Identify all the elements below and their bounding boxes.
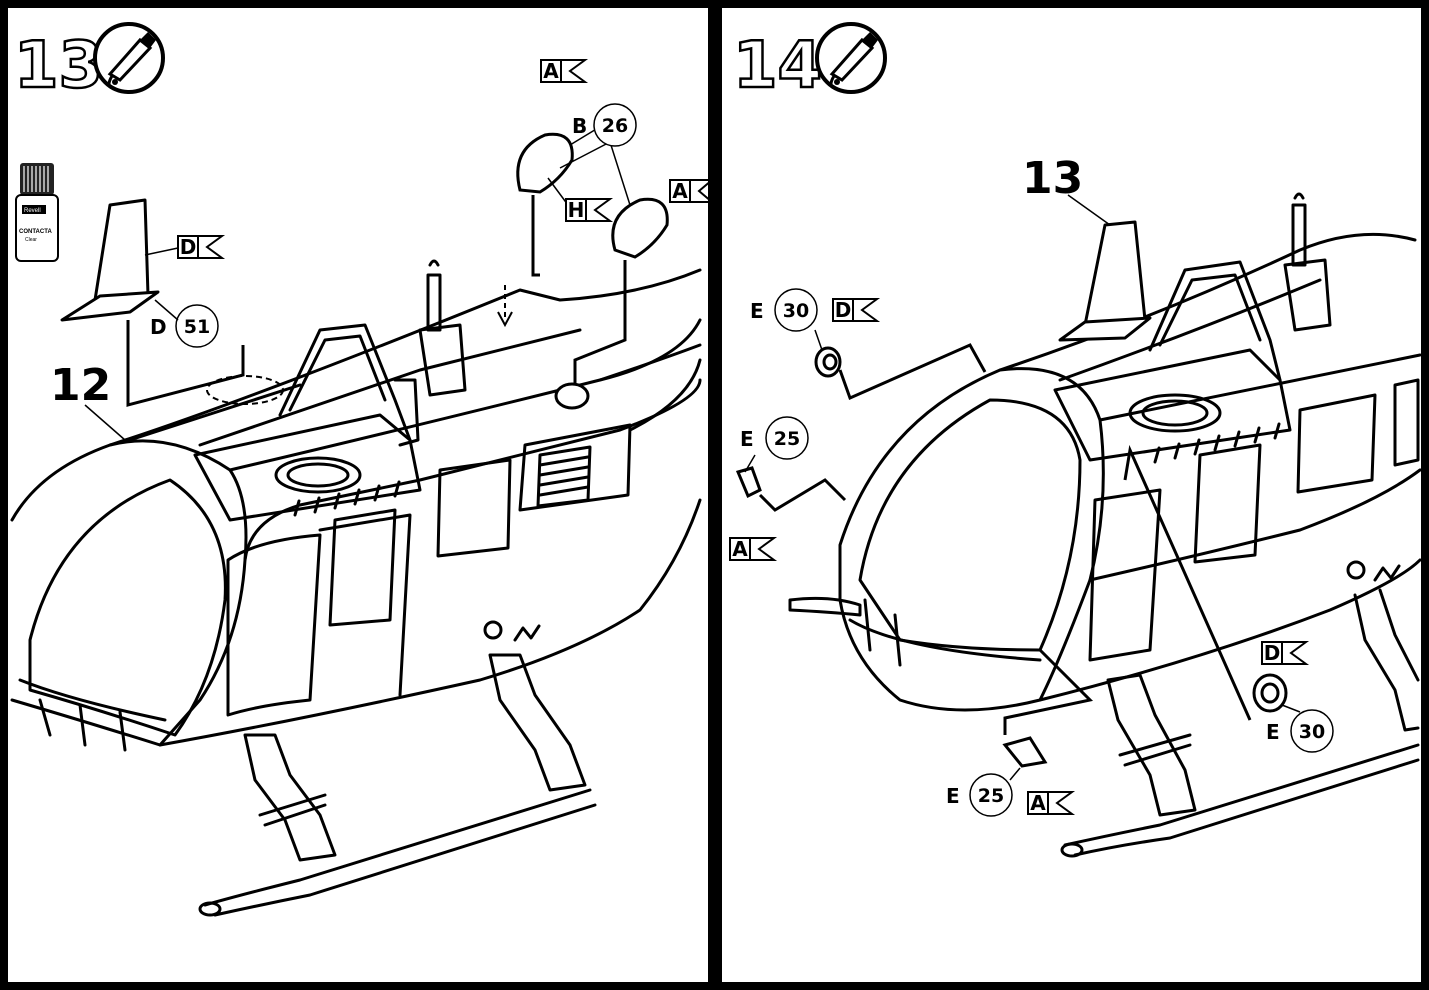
color-flag: A (540, 59, 589, 83)
flag-letter: D (1264, 641, 1281, 665)
callout-letter: D (150, 315, 167, 339)
callout-part-number: 30 (1299, 721, 1325, 743)
part-callout: B 26 (572, 103, 637, 147)
glue-bottle: Revell CONTACTA Clear (15, 163, 59, 262)
antenna-fin-part (60, 198, 160, 322)
mount-position (554, 382, 590, 410)
color-flag: A (729, 537, 778, 561)
flag-letter: A (1030, 791, 1046, 815)
callout-letter: E (750, 299, 764, 323)
sub-assembly-label: 13 (1022, 153, 1083, 204)
leader-line (1003, 648, 1094, 735)
callout-letter: E (1266, 720, 1280, 744)
part-callout: E 30 (750, 288, 818, 332)
part-callout: E 25 (946, 773, 1013, 817)
antenna-fin-installed (1058, 220, 1152, 342)
bottle-brand: Revell (24, 208, 41, 214)
color-flag: H (565, 198, 614, 222)
flag-letter: A (543, 59, 559, 83)
flag-letter: D (180, 235, 197, 259)
glue-tube-icon (815, 22, 887, 94)
color-flag: D (177, 235, 226, 259)
mount-position (206, 375, 284, 405)
leader-line (573, 260, 627, 385)
bottle-name: CONTACTA (19, 229, 52, 235)
callout-letter: B (572, 114, 587, 138)
callout-letter: E (740, 427, 754, 451)
callout-part-number: 25 (774, 428, 800, 450)
color-flag: A (669, 179, 715, 203)
color-flag: D (1261, 641, 1310, 665)
callout-part-number: 25 (978, 785, 1004, 807)
step-number: 14 (733, 29, 822, 103)
leader-line (531, 195, 540, 277)
callout-part-number: 51 (184, 316, 210, 338)
bottle-sub: Clear (25, 237, 37, 243)
flag-letter: D (835, 298, 852, 322)
leader-line (758, 478, 847, 512)
leader-line (1123, 444, 1252, 721)
step-number: 13 (14, 29, 103, 103)
helicopter-fuselage-13 (10, 259, 702, 917)
light-part-bottom (1252, 673, 1288, 713)
part-callout: D 51 (150, 304, 219, 348)
callout-part-number: 30 (783, 300, 809, 322)
helicopter-fuselage-14 (788, 192, 1422, 858)
antenna-part-top (735, 466, 762, 499)
callout-part-number: 26 (602, 115, 628, 137)
flag-letter: A (732, 537, 748, 561)
callout-letter: E (946, 784, 960, 808)
sub-assembly-label: 12 (50, 360, 111, 411)
glue-tube-icon (93, 22, 165, 94)
leader-line (126, 320, 245, 407)
flag-letter: A (672, 179, 688, 203)
leader-line (838, 343, 987, 401)
lamp-part (516, 132, 669, 259)
color-flag: D (832, 298, 881, 322)
part-callout: E 25 (740, 416, 809, 460)
flag-letter: H (568, 198, 585, 222)
light-part-top (814, 346, 842, 378)
step-14-panel (716, 0, 1429, 990)
part-callout: E 30 (1266, 709, 1334, 753)
antenna-part-bottom (1002, 736, 1048, 768)
color-flag: A (1027, 791, 1076, 815)
